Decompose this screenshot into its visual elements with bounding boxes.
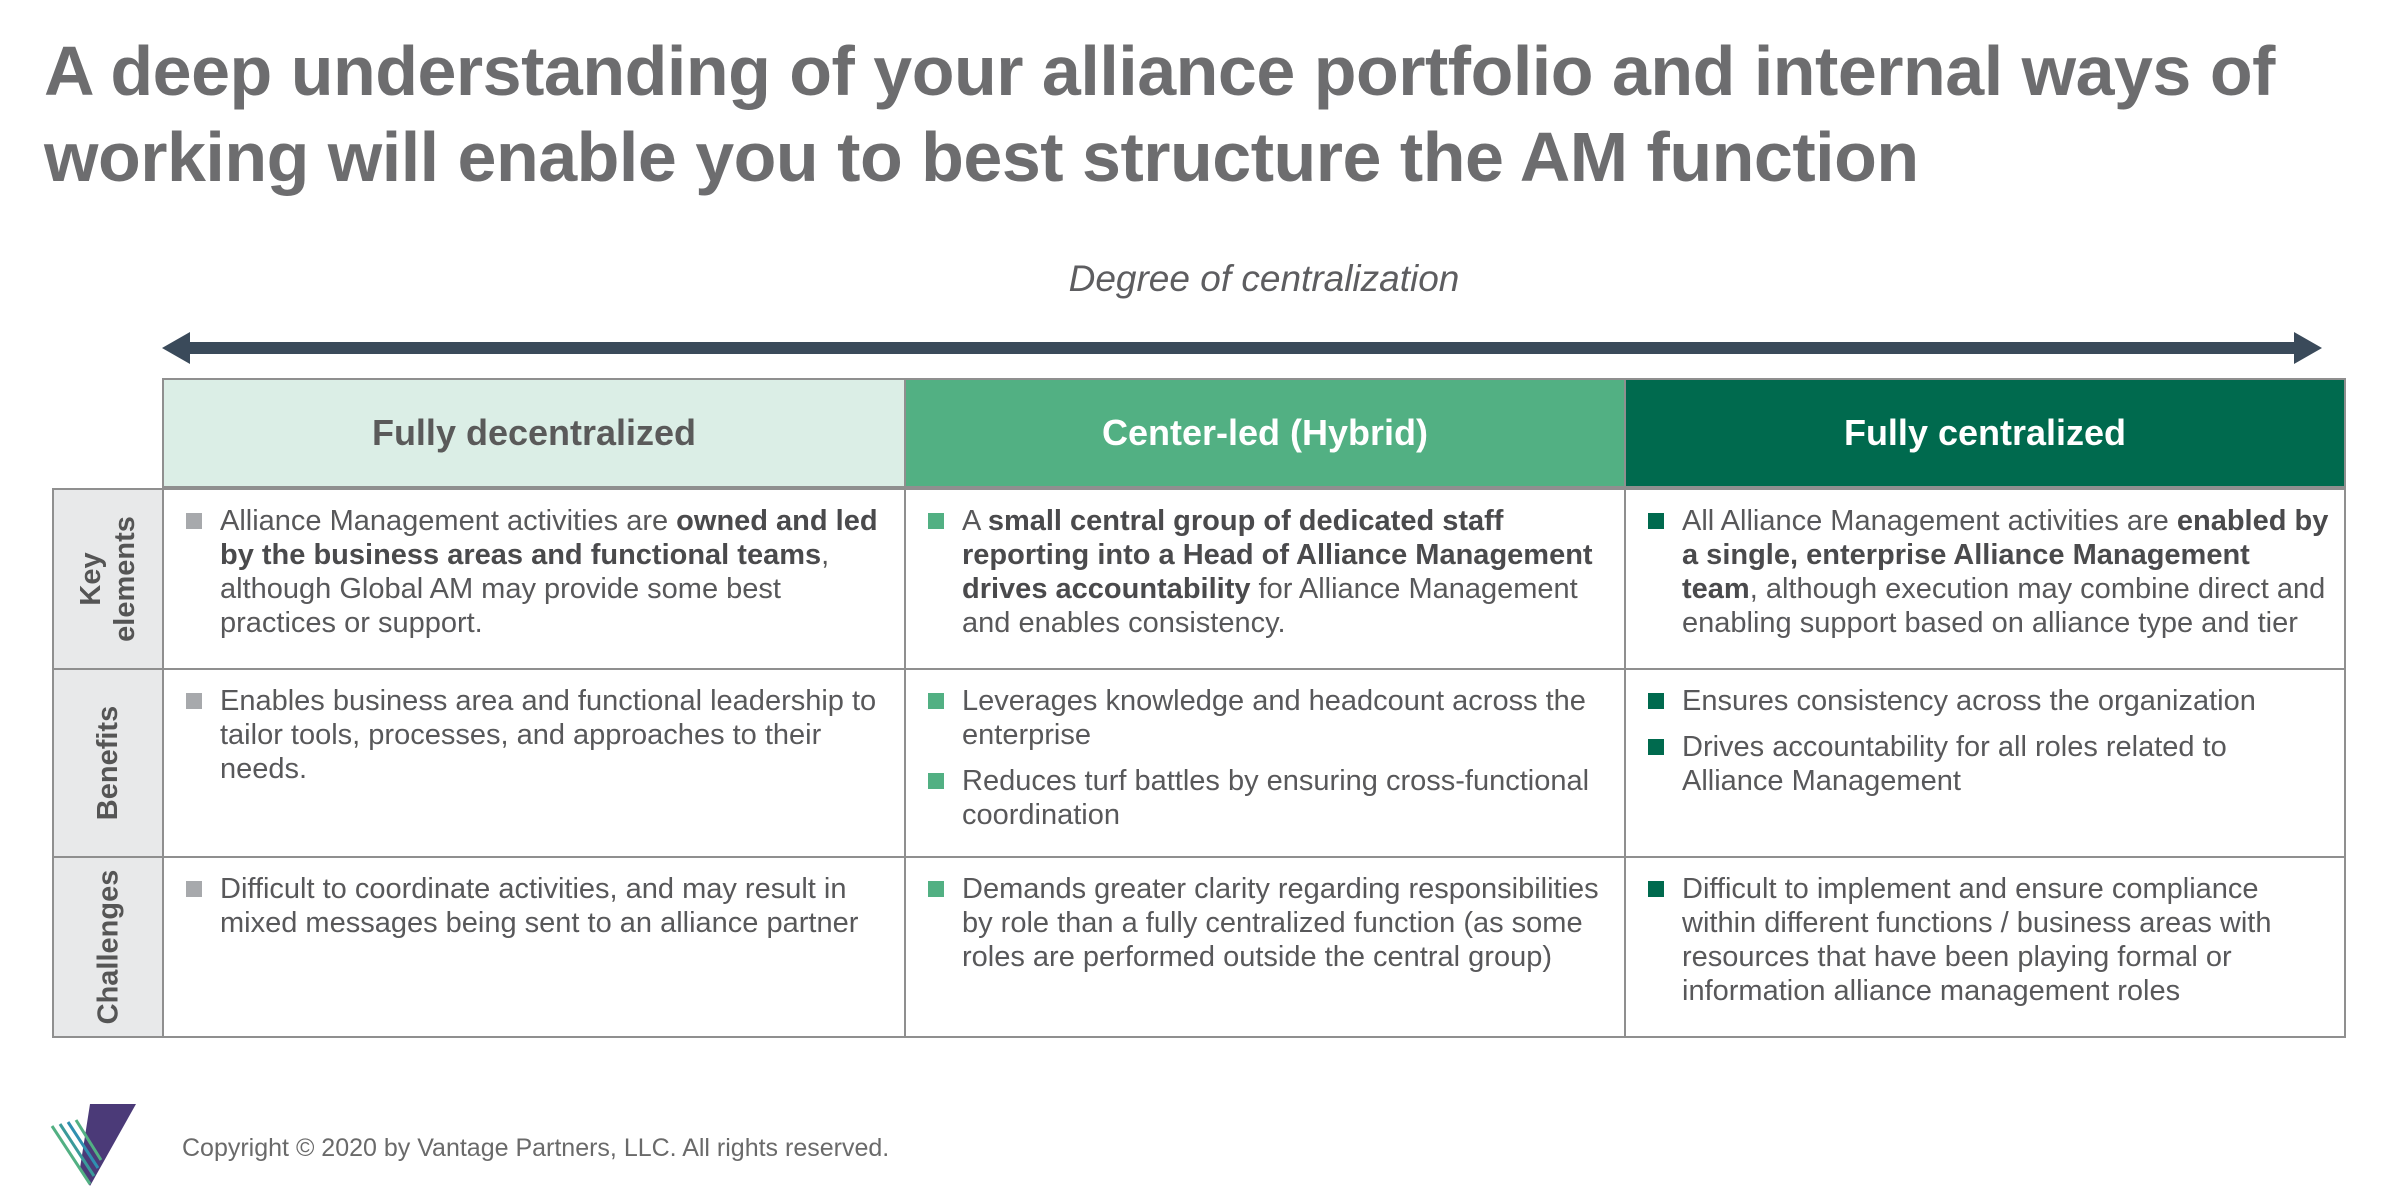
cell-challenges-centralized: Difficult to implement and ensure compli…	[1624, 856, 2346, 1038]
bullet-text: All Alliance Management activities are e…	[1682, 505, 2329, 639]
column-header-centralized: Fully centralized	[1624, 378, 2346, 488]
bullet-square-icon	[928, 693, 944, 709]
column-header-decentralized: Fully decentralized	[162, 378, 906, 488]
cell-benefits-hybrid: Leverages knowledge and headcount across…	[904, 668, 1626, 858]
double-headed-arrow-icon	[162, 332, 2322, 364]
bullet-text: Reduces turf battles by ensuring cross-f…	[962, 765, 1590, 831]
list-item: A small central group of dedicated staff…	[928, 504, 1610, 640]
cell-key-centralized: All Alliance Management activities are e…	[1624, 488, 2346, 670]
bullet-square-icon	[1648, 739, 1664, 755]
list-item: Ensures consistency across the organizat…	[1648, 684, 2330, 718]
bullet-square-icon	[186, 881, 202, 897]
bullet-text: Drives accountability for all roles rela…	[1682, 731, 2227, 797]
bullet-square-icon	[186, 693, 202, 709]
copyright-text: Copyright © 2020 by Vantage Partners, LL…	[182, 1134, 890, 1162]
row-label-text: Challenges	[92, 869, 124, 1025]
bullet-text: Difficult to implement and ensure compli…	[1682, 873, 2272, 1007]
list-item: Enables business area and functional lea…	[186, 684, 890, 786]
list-item: Reduces turf battles by ensuring cross-f…	[928, 764, 1610, 832]
list-item: All Alliance Management activities are e…	[1648, 504, 2330, 640]
centralization-table: Fully decentralized Center-led (Hybrid) …	[52, 378, 2346, 1038]
bullet-square-icon	[928, 773, 944, 789]
cell-challenges-decentralized: Difficult to coordinate activities, and …	[162, 856, 906, 1038]
bullet-square-icon	[928, 513, 944, 529]
page-title: A deep understanding of your alliance po…	[44, 32, 2275, 196]
vantage-logo-icon	[50, 1104, 136, 1186]
bullet-text: Ensures consistency across the organizat…	[1682, 685, 2256, 717]
row-label-line: elements	[109, 516, 142, 642]
row-label-line: Key	[75, 552, 108, 606]
bullet-square-icon	[1648, 693, 1664, 709]
row-label-challenges: Challenges	[52, 856, 164, 1038]
bullet-square-icon	[186, 513, 202, 529]
bullet-square-icon	[1648, 513, 1664, 529]
bullet-text: A small central group of dedicated staff…	[962, 505, 1593, 639]
row-label-text: Benefits	[92, 705, 125, 821]
list-item: Alliance Management activities are owned…	[186, 504, 890, 640]
bullet-text: Leverages knowledge and headcount across…	[962, 685, 1586, 751]
row-label-benefits: Benefits	[52, 668, 164, 858]
list-item: Difficult to coordinate activities, and …	[186, 872, 890, 940]
bullet-square-icon	[928, 881, 944, 897]
list-item: Leverages knowledge and headcount across…	[928, 684, 1610, 752]
bullet-text: Demands greater clarity regarding respon…	[962, 873, 1599, 973]
cell-key-decentralized: Alliance Management activities are owned…	[162, 488, 906, 670]
list-item: Drives accountability for all roles rela…	[1648, 730, 2330, 798]
cell-challenges-hybrid: Demands greater clarity regarding respon…	[904, 856, 1626, 1038]
bullet-text: Difficult to coordinate activities, and …	[220, 873, 859, 939]
list-item: Demands greater clarity regarding respon…	[928, 872, 1610, 974]
axis-label: Degree of centralization	[1068, 258, 1460, 299]
column-header-hybrid: Center-led (Hybrid)	[904, 378, 1626, 488]
bullet-text: Alliance Management activities are owned…	[220, 505, 878, 639]
bullet-square-icon	[1648, 881, 1664, 897]
cell-benefits-decentralized: Enables business area and functional lea…	[162, 668, 906, 858]
cell-benefits-centralized: Ensures consistency across the organizat…	[1624, 668, 2346, 858]
list-item: Difficult to implement and ensure compli…	[1648, 872, 2330, 1008]
cell-key-hybrid: A small central group of dedicated staff…	[904, 488, 1626, 670]
bullet-text: Enables business area and functional lea…	[220, 685, 877, 785]
